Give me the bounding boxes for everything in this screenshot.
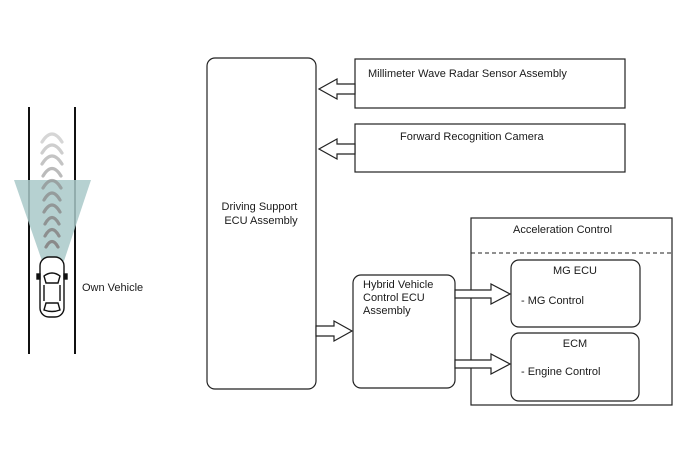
radar-sensor-label: Millimeter Wave Radar Sensor Assembly (368, 68, 567, 80)
ecm-title: ECM (563, 338, 587, 350)
acceleration-control-label: Acceleration Control (513, 224, 612, 236)
hybrid-vehicle-ecu-label: Hybrid Vehicle Control ECU Assembly (363, 279, 436, 317)
own-vehicle-label: Own Vehicle (82, 282, 143, 294)
radar-sensor-block (354, 58, 626, 109)
arrow-hybrid-to-mg-ecu (454, 283, 512, 305)
forward-camera-block (354, 123, 626, 173)
ecm-block (510, 332, 640, 402)
mg-ecu-block (510, 259, 641, 328)
arrow-radar-to-ecu (317, 77, 356, 101)
driving-support-ecu-block (206, 57, 317, 390)
driving-support-ecu-label: Driving Support ECU Assembly (222, 201, 301, 227)
forward-camera-label: Forward Recognition Camera (400, 131, 545, 143)
engine-control-item: - Engine Control (521, 366, 601, 378)
own-vehicle-illustration: Own Vehicle (14, 107, 143, 354)
mg-ecu-title: MG ECU (553, 265, 597, 277)
car-icon (36, 256, 68, 318)
arrow-camera-to-ecu (317, 137, 356, 161)
arrow-hybrid-to-ecm (454, 353, 512, 375)
hybrid-vehicle-ecu-block (352, 274, 456, 389)
sensor-beam-icon (14, 180, 91, 261)
radar-wave-icon (40, 132, 64, 249)
mg-control-item: - MG Control (521, 295, 584, 307)
arrow-ecu-to-hybrid (315, 319, 354, 343)
